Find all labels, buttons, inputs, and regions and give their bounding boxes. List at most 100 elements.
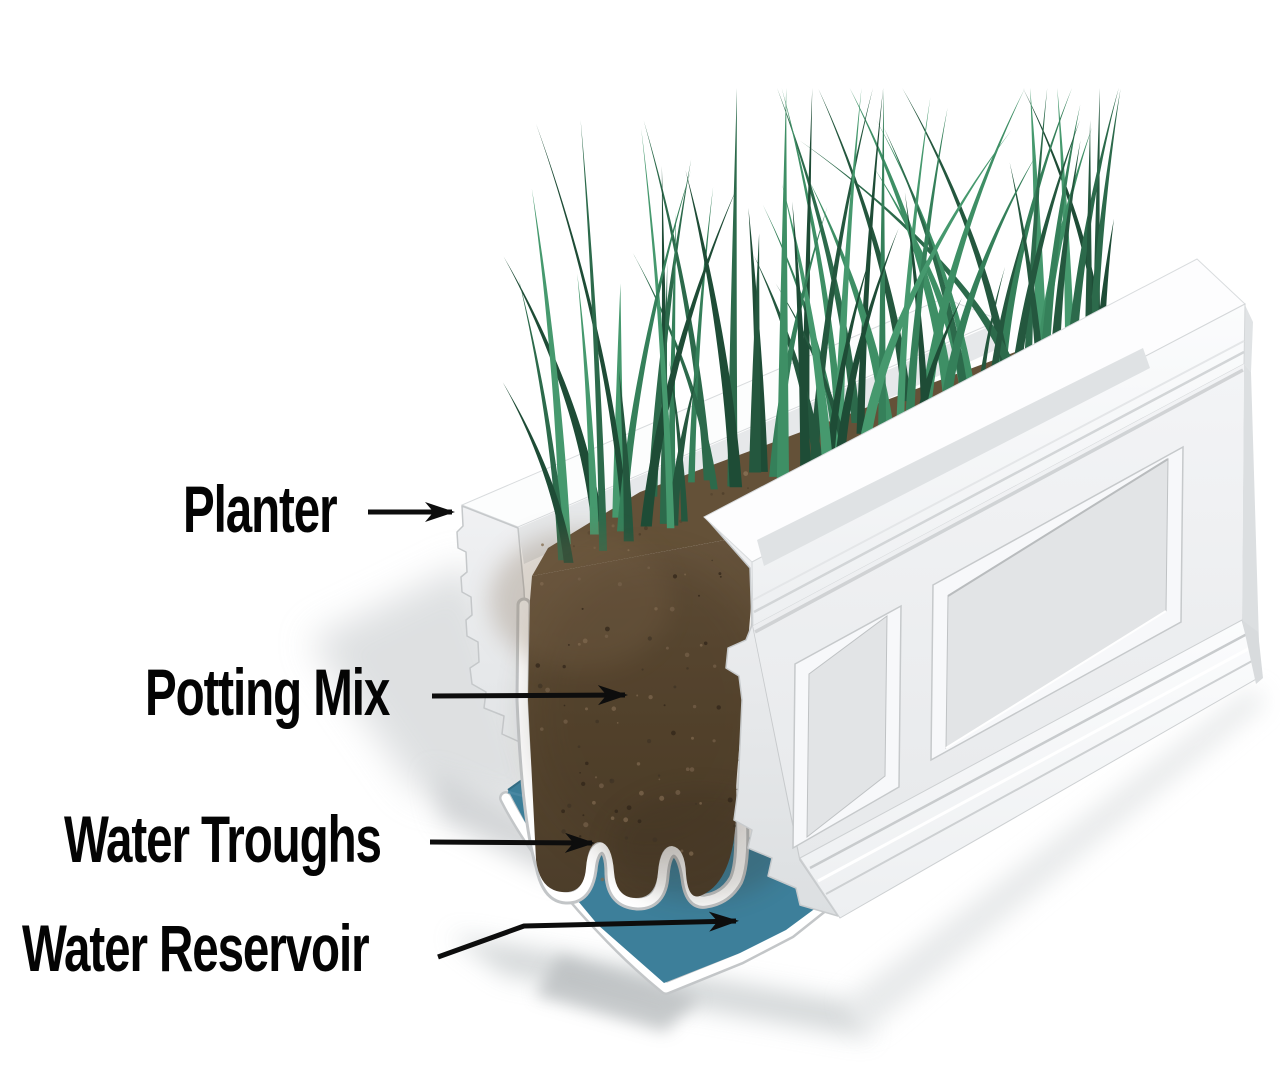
soil-speck — [626, 805, 632, 811]
soil-speck — [535, 663, 541, 668]
soil-speck — [712, 739, 716, 743]
label-planter: Planter — [183, 472, 338, 546]
soil-speck — [688, 851, 694, 856]
soil-speck — [719, 575, 722, 578]
soil-speck — [581, 781, 586, 787]
soil-speck — [663, 704, 666, 707]
soil-speck — [686, 667, 689, 670]
soil-speck — [713, 664, 717, 668]
soil-speck — [636, 762, 641, 766]
grass-blade — [896, 97, 931, 421]
grass-blade — [531, 188, 571, 545]
soil-speck — [647, 739, 652, 744]
grass-blade — [667, 373, 698, 526]
grass-blade — [1009, 162, 1046, 394]
under-rim-shadow — [754, 368, 1244, 634]
soil-speck — [598, 783, 604, 789]
soil-speck — [658, 778, 661, 781]
grass-blade — [647, 159, 692, 497]
panel-recess-highlight — [945, 610, 1167, 749]
soil-speck — [623, 817, 629, 823]
grass-blade — [781, 183, 834, 474]
soil-speck — [567, 803, 572, 808]
soil-speck — [684, 573, 687, 576]
grass-blade — [1065, 88, 1119, 370]
grass-blade — [878, 88, 887, 440]
soil-speck — [747, 487, 749, 489]
soil-speck — [703, 641, 708, 646]
grass-blade — [619, 370, 634, 542]
grass-blade — [1087, 88, 1121, 363]
soil-speck — [689, 767, 695, 772]
soil-speck — [578, 835, 582, 838]
soil-speck — [647, 636, 652, 641]
soil-speck — [647, 566, 651, 570]
soil-speck — [609, 778, 615, 784]
fascia-groove-line — [753, 350, 1245, 614]
label-arrow-water-reservoir — [437, 911, 739, 960]
soil-speck — [585, 707, 588, 711]
soil-speck — [743, 471, 749, 476]
label-arrow-water-troughs — [429, 832, 595, 853]
soil-shading-light — [490, 530, 670, 670]
soil-speck — [652, 837, 658, 843]
shadow-left-near — [430, 770, 560, 880]
grass-blade — [632, 252, 718, 490]
grass-blade — [641, 128, 675, 529]
soil-speck — [657, 774, 661, 777]
soil-speck — [614, 809, 619, 813]
molding-step-highlight — [817, 646, 1251, 883]
grass-blade — [834, 228, 899, 467]
soil-speck — [561, 829, 566, 834]
grass-blade — [940, 154, 1037, 407]
grass-blade — [883, 127, 971, 406]
soil-speck — [585, 761, 589, 766]
grass-blade — [749, 233, 762, 473]
soil-speck — [611, 706, 617, 711]
soil-speck — [727, 797, 733, 803]
label-arrow-potting-mix — [431, 685, 628, 706]
soil-speck — [577, 642, 581, 646]
shadow-right — [845, 688, 1266, 1032]
label-water-reservoir: Water Reservoir — [22, 911, 370, 985]
soil-speck — [581, 607, 584, 610]
grass-blade — [776, 88, 790, 483]
soil-speck — [638, 533, 642, 536]
liner-white — [518, 565, 757, 908]
soil-speck — [680, 849, 684, 853]
soil-speck — [665, 646, 669, 650]
soil-speck — [592, 800, 596, 805]
soil-speck — [537, 683, 543, 689]
potting-mix-cutaway — [490, 530, 790, 911]
soil-speck — [638, 790, 644, 796]
soil-speck — [685, 767, 690, 772]
grass-blade — [849, 88, 955, 399]
soil-speck — [716, 705, 721, 710]
soil-speck — [611, 524, 615, 528]
soil-speck — [654, 607, 658, 611]
fascia-highlight-line — [752, 340, 1245, 601]
soil-speck — [540, 727, 544, 731]
soil-speck — [672, 574, 678, 579]
soil-speck — [563, 719, 568, 724]
soil-speck — [579, 771, 581, 774]
grass-blade — [875, 119, 978, 404]
grass-blade — [858, 130, 1012, 448]
molding-step-line-1 — [809, 632, 1248, 870]
soil-speck — [697, 594, 701, 597]
grass-blade — [1048, 140, 1081, 390]
soil-speck — [594, 776, 598, 779]
soil-speck — [561, 809, 565, 814]
soil-speck — [567, 643, 570, 646]
soil-speck — [694, 802, 698, 805]
label-potting-mix: Potting Mix — [145, 655, 390, 729]
soil-speck — [699, 802, 702, 805]
soil-speck — [595, 719, 599, 724]
panel-left-recess — [806, 614, 888, 839]
soil-speck — [721, 492, 725, 495]
soil-speck — [684, 652, 690, 658]
grass-blade — [580, 120, 608, 551]
molding-step-line-2 — [825, 660, 1253, 895]
grass-blade — [688, 187, 714, 483]
